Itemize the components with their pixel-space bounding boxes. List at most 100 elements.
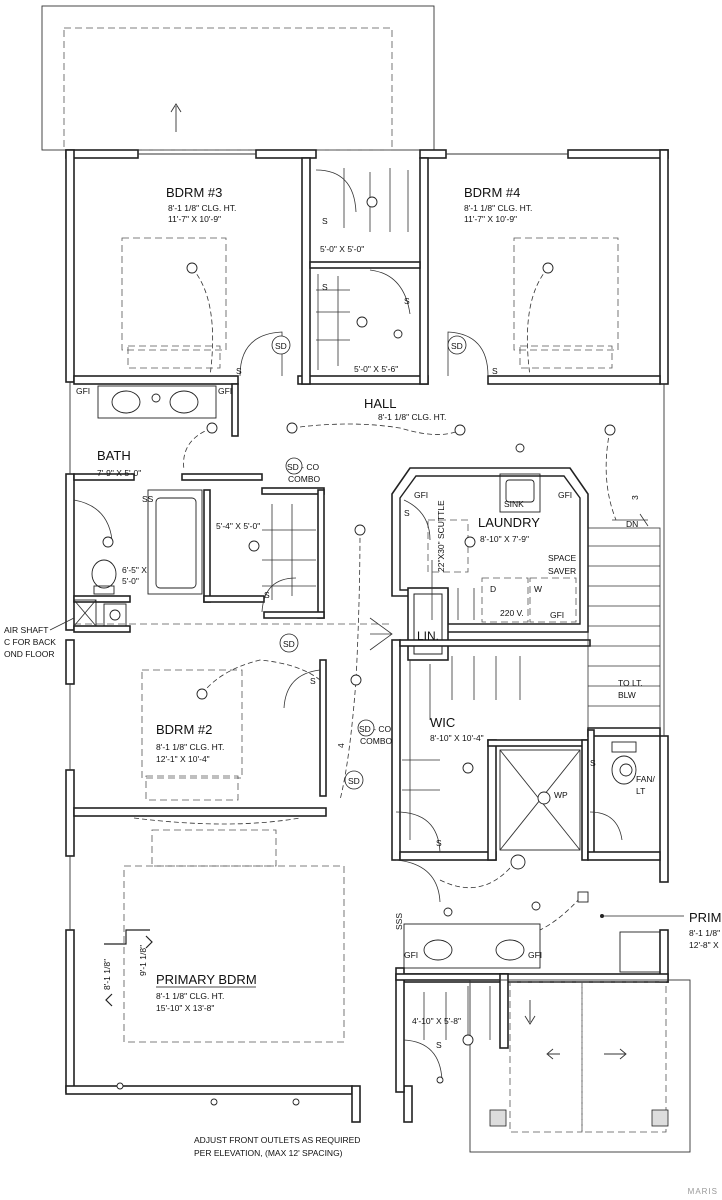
electrical-wiring [133,267,617,931]
closet-dim-3: 5'-4" X 5'-0" [216,521,260,531]
clg-step-1: 8'-1 1/8" [102,959,112,990]
gfi-bath: GFI [76,386,90,396]
bdrm3-dim: 11'-7" X 10'-9" [168,214,221,224]
scuttle-label: 22"X30" SCUTTLE [436,500,446,572]
dryer-label: D [490,584,496,594]
bed-outlines [121,237,619,1043]
switch-s-11: S [590,758,596,768]
sd-label-3: SD [283,639,295,649]
clg-step-2: 9'-1 1/8" [138,945,148,976]
gfi-laundry-2: GFI [558,490,572,500]
hall-name: HALL [364,396,397,411]
sd-bdrm2 [279,633,299,653]
switch-s-4: S [322,282,328,292]
sdco-label-1: SD - CO [287,462,320,472]
bdrm3-name: BDRM #3 [166,185,222,200]
note-line-2: PER ELEVATION, (MAX 12' SPACING) [194,1148,343,1158]
note-line-1: ADJUST FRONT OUTLETS AS REQUIRED [194,1135,360,1145]
sd-co-wic [357,719,375,737]
plan-notes: ADJUST FRONT OUTLETS AS REQUIRED PER ELE… [194,1135,360,1158]
gfi-pbath-1: GFI [404,950,418,960]
switch-s-6: S [264,590,270,600]
closet-dims: 5'-0" X 5'-0" 5'-0" X 5'-6" 5'-4" X 5'-0… [122,244,461,1026]
prim-clg: 8'-1 1/8" [689,928,720,938]
bdrm4-name: BDRM #4 [464,185,520,200]
prim-dim: 12'-8" X [689,940,719,950]
air-shaft-2: C FOR BACK [4,637,56,647]
primary-bdrm-name: PRIMARY BDRM [156,972,257,987]
v220-label: 220 V. [500,608,524,618]
closet-dim-1: 5'-0" X 5'-0" [320,244,364,254]
sd-label-2: SD [451,341,463,351]
prim-name: PRIM [689,910,722,925]
hall-clg: 8'-1 1/8" CLG. HT. [378,412,446,422]
sd-bdrm3 [271,335,291,355]
switch-s-7: S [310,676,316,686]
fan-lt-2: LT [636,786,645,796]
closet-dim-4b: 5'-0" [122,576,139,586]
laundry-dim: 8'-10" X 7'-9" [480,534,529,544]
switch-s-9: S [436,838,442,848]
light-fixtures [102,196,633,1106]
room-labels: BDRM #3 8'-1 1/8" CLG. HT. 11'-7" X 10'-… [97,185,722,1013]
door-swings [73,169,623,1081]
linen-label: LIN. [417,629,439,643]
sd-label-4: SD [348,776,360,786]
smoke-detectors [271,335,467,790]
to-lt-1: TO LT. [618,678,643,688]
combo-label-2: COMBO [360,736,393,746]
bdrm4-clg: 8'-1 1/8" CLG. HT. [464,203,532,213]
sd-co-hall [285,457,303,475]
bath-name: BATH [97,448,131,463]
space-saver-2: SAVER [548,566,576,576]
space-saver-1: SPACE [548,553,577,563]
sd-lower [344,770,364,790]
sd-label-1: SD [275,341,287,351]
front-porch [469,979,691,1153]
wp-label: WP [554,790,568,800]
gfi-bath-2: GFI [218,386,232,396]
bdrm4-dim: 11'-7" X 10'-9" [464,214,517,224]
laundry-name: LAUNDRY [478,515,540,530]
ceiling-step [104,929,153,1007]
gfi-laundry-3: GFI [550,610,564,620]
primary-bdrm-clg: 8'-1 1/8" CLG. HT. [156,991,224,1001]
sink-label: SINK [504,499,524,509]
bath-fixtures [73,385,661,973]
closet-shelving [262,168,521,1040]
bdrm2-clg: 8'-1 1/8" CLG. HT. [156,742,224,752]
closet-dim-2: 5'-0" X 5'-6" [354,364,398,374]
watermark: MARIS [687,1187,718,1196]
combo-label-1: COMBO [288,474,321,484]
wic-dim: 8'-10" X 10'-4" [430,733,484,743]
stairs [587,513,661,729]
switch-s-5: S [404,296,410,306]
interior-walls [73,157,661,1093]
switch-3-label: 3 [630,495,640,500]
switch-s-2: S [492,366,498,376]
window-lines [69,153,665,930]
bdrm3-clg: 8'-1 1/8" CLG. HT. [168,203,236,213]
bath-dim: 7'-9" X 5'-0" [97,468,141,478]
switch-ss-bath: SS [142,494,154,504]
to-lt-2: BLW [618,690,636,700]
closet-dim-5: 4'-10" X 5'-8" [412,1016,461,1026]
primary-bdrm-dim: 15'-10" X 13'-8" [156,1003,214,1013]
sdco-label-2: SD - CO [359,724,392,734]
bdrm2-dim: 12'-1" X 10'-4" [156,754,210,764]
switch-s-10: S [436,1040,442,1050]
sd-bdrm4 [447,335,467,355]
air-shaft-3: OND FLOOR [4,649,55,659]
bdrm2-name: BDRM #2 [156,722,212,737]
gfi-pbath-2: GFI [528,950,542,960]
switch-sss-label: SSS [394,913,404,930]
closet-dim-4: 6'-5" X [122,565,147,575]
top-deck [41,5,435,151]
switch-4-label: 4 [336,743,346,748]
switch-s-8: S [404,508,410,518]
small-labels: GFI GFI GFI GFI GFI GFI GFI SD SD SD SD … [4,216,656,1050]
stair-dn-label: DN [626,519,638,529]
switch-s-3: S [322,216,328,226]
air-shaft-1: AIR SHAFT [4,625,48,635]
